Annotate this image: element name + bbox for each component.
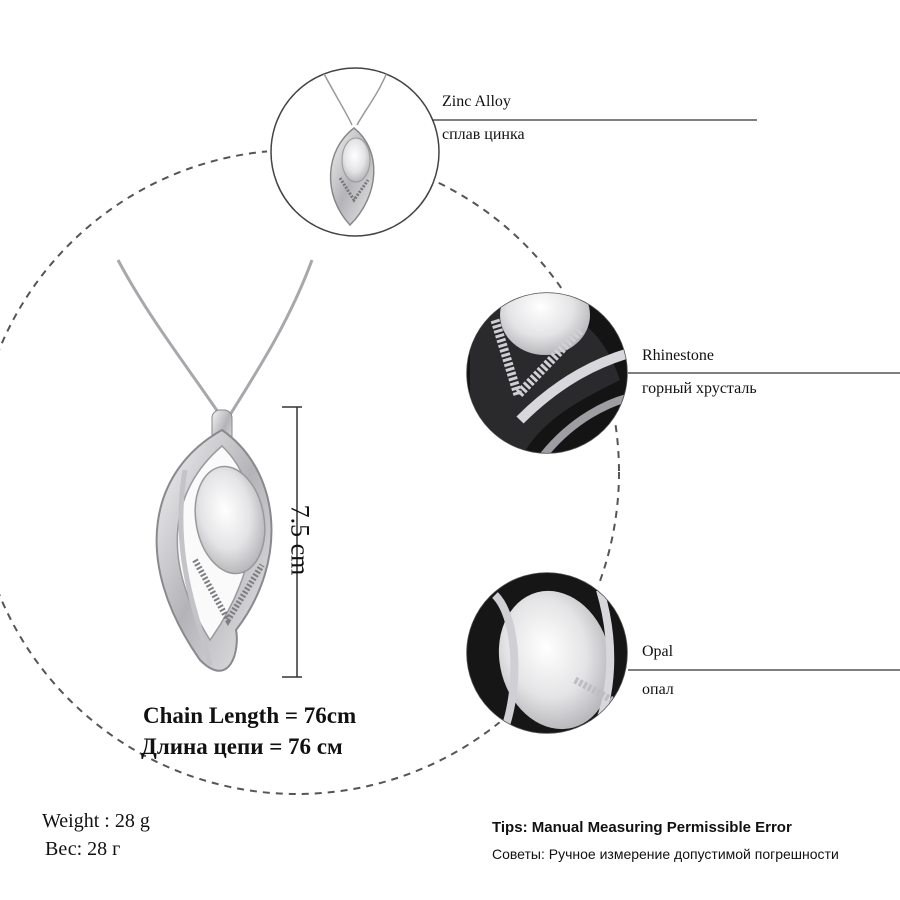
- material-label-en-opal: Opal: [642, 643, 674, 660]
- weight-en: Weight : 28 g: [42, 810, 150, 832]
- material-label-en-zinc: Zinc Alloy: [442, 93, 511, 110]
- material-label-ru-rhinestone: горный хрусталь: [642, 380, 757, 397]
- tips-ru: Советы: Ручное измерение допустимой погр…: [492, 846, 839, 862]
- chain-length-en: Chain Length = 76cm: [143, 703, 357, 728]
- material-label-en-rhinestone: Rhinestone: [642, 347, 714, 364]
- chain-length-ru: Длина цепи = 76 см: [141, 734, 343, 759]
- dimension-marker: [282, 406, 302, 678]
- tips-en: Tips: Manual Measuring Permissible Error: [492, 819, 792, 836]
- weight-ru: Вес: 28 г: [45, 838, 121, 860]
- material-label-ru-zinc: сплав цинка: [442, 126, 525, 143]
- pendant-overview-icon: [270, 67, 440, 237]
- dashed-frame-circle: [0, 149, 620, 795]
- opal-closeup-icon: [466, 572, 628, 734]
- pendant-main-image: [116, 259, 314, 672]
- material-label-ru-opal: опал: [642, 681, 674, 698]
- rhinestone-closeup-icon: [466, 292, 628, 454]
- pendant-length-label: 7.5 cm: [284, 504, 314, 576]
